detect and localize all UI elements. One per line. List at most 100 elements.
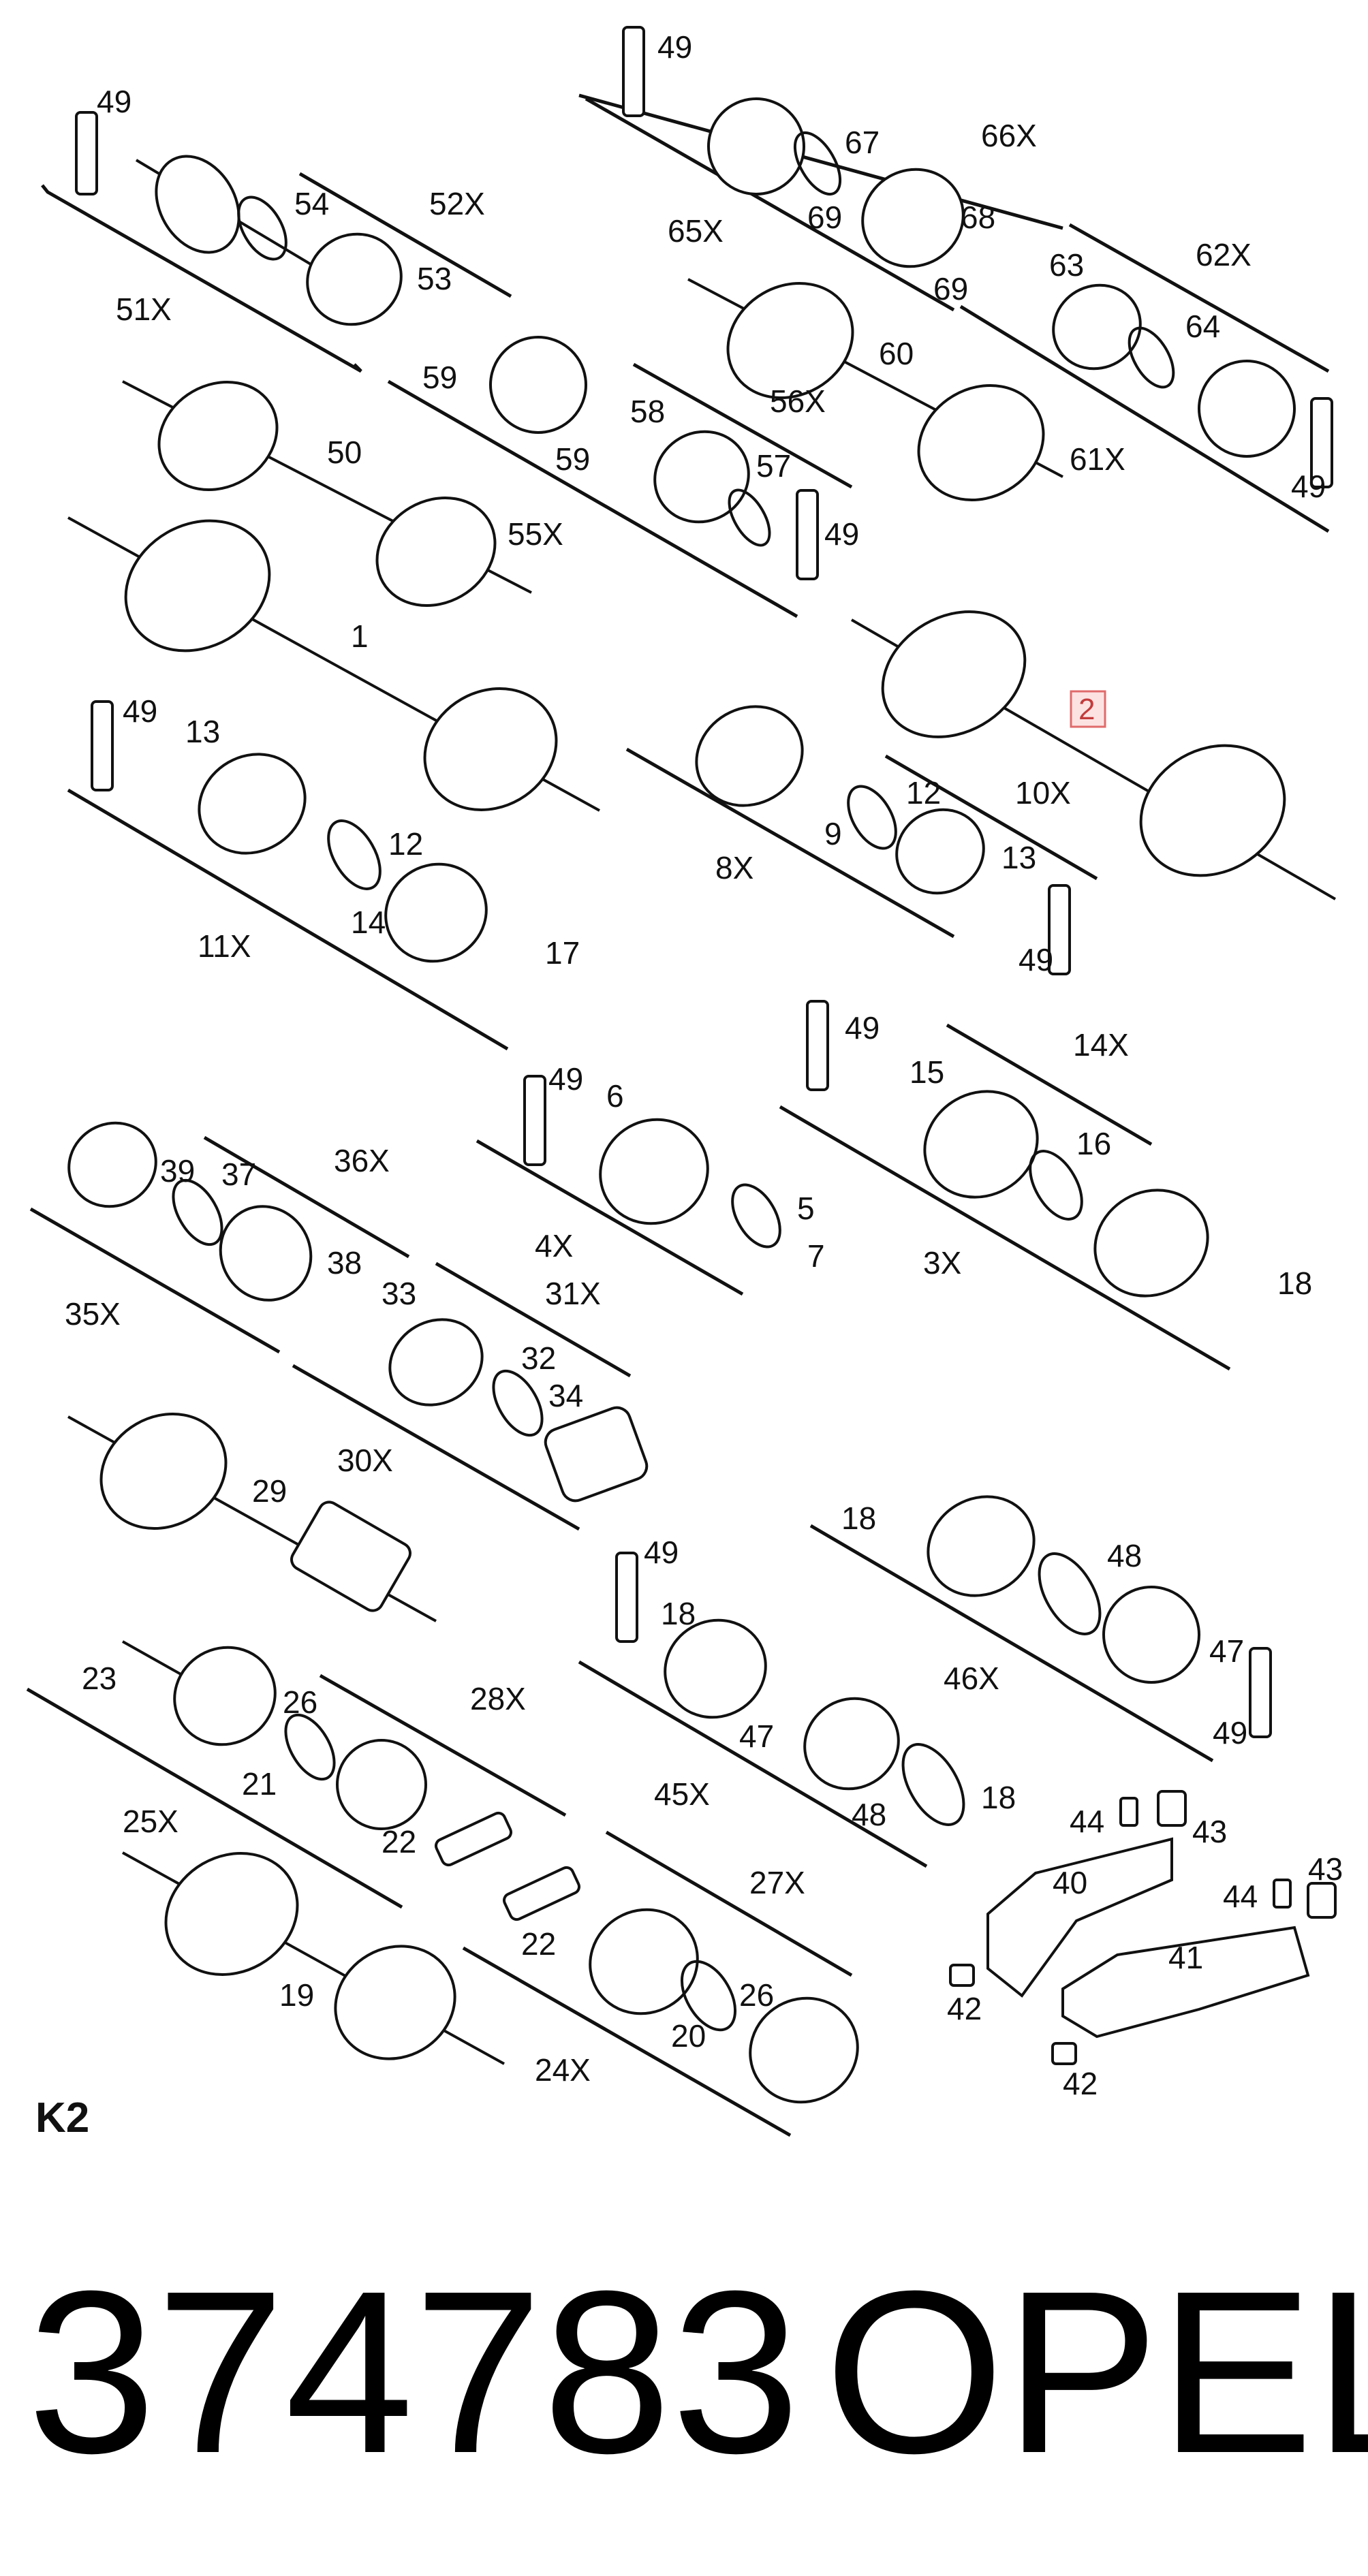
callout-46x: 46X [944,1661,999,1696]
callout-55x: 55X [508,516,563,552]
callout-48: 48 [1107,1538,1142,1573]
callout-12: 12 [906,775,941,811]
callout-26: 26 [283,1684,317,1720]
callout-labels: 49 54 52X 53 51X 59 59 58 56X 57 50 55X … [65,29,1343,2101]
cover-40 [986,1837,1173,1998]
boot-62x [1052,283,1142,371]
callout-49: 49 [824,516,859,552]
joint-51x [155,155,240,254]
boot-10x [895,808,985,895]
boot-28x [336,1739,427,1830]
callout-49: 49 [97,84,131,119]
callout-17: 17 [545,935,580,971]
callout-18: 18 [661,1596,696,1631]
callout-51x: 51X [116,292,172,327]
boot-45x [664,1618,767,1719]
callout-15: 15 [910,1054,944,1090]
callout-26: 26 [739,1977,774,2013]
joint-25x [173,1646,277,1746]
callout-58: 58 [630,394,665,429]
callout-12: 12 [388,826,423,862]
callout-14x: 14X [1073,1027,1129,1063]
part-number: 374783 [27,2243,800,2502]
ring-67 [793,131,842,196]
ring-37 [172,1178,223,1246]
callout-39: 39 [160,1153,195,1189]
joint-3x [1093,1189,1209,1298]
callout-49: 49 [548,1061,583,1097]
bracket-27x [605,1830,853,1977]
boot-36x [219,1205,313,1302]
clip-49g [523,1075,546,1166]
joint-31x [388,1318,484,1407]
joint-59 [489,336,587,434]
callout-44: 44 [1070,1804,1104,1839]
bracket-51x [41,184,362,373]
bracket-8x [625,747,955,939]
clip-43b [1307,1882,1337,1919]
boot-4x [599,1118,709,1225]
callout-49: 49 [1019,942,1053,977]
boot-46x [1102,1586,1200,1684]
joint-19-outer [334,1945,456,2060]
ring-21 [284,1713,336,1781]
ring-12a [327,819,382,890]
housing-29 [290,1501,411,1612]
callout-10x: 10X [1015,775,1071,811]
callout-66x: 66X [981,118,1037,153]
callout-11x: 11X [198,928,251,964]
bracket-45x [578,1660,928,1868]
callout-59: 59 [555,441,590,477]
callout-49: 49 [845,1010,880,1046]
callout-28x: 28X [470,1681,526,1716]
highlighted-callout[interactable]: 2 [1070,690,1106,728]
callout-69: 69 [807,200,842,235]
boot-3x [923,1090,1039,1199]
joint-2-outer [1139,744,1286,877]
callout-68: 68 [961,200,995,235]
callout-16: 16 [1076,1126,1111,1161]
joint-46x [927,1495,1036,1597]
callout-35x: 35X [65,1296,121,1332]
bracket-36x [203,1135,410,1259]
callout-36x: 36X [334,1143,390,1178]
callout-31x: 31X [545,1276,601,1311]
ring-57 [728,488,771,547]
callout-50: 50 [327,435,362,470]
callout-49: 49 [1291,469,1326,504]
callout-49: 49 [644,1535,679,1570]
joint-1-outer [423,687,558,811]
callout-18: 18 [841,1501,876,1536]
callout-24x: 24X [535,2052,591,2088]
clip-42a [949,1964,975,1987]
clip-49j [615,1552,638,1643]
joint-50-outer [375,496,497,608]
callout-13: 13 [1001,840,1036,875]
callout-7: 7 [807,1238,825,1274]
ring-12b [847,785,897,850]
callout-61x: 61X [1070,441,1125,477]
bracket-31x [435,1261,632,1378]
callout-18: 18 [1277,1266,1312,1301]
callout-34: 34 [548,1378,583,1413]
callout-23: 23 [82,1661,116,1696]
brand-name: OPEL [824,2243,1368,2502]
joint-19-inner [164,1852,299,1976]
boot-45x-2 [803,1697,900,1791]
clip-49i [1249,1647,1272,1738]
callout-19: 19 [279,1977,314,2013]
clip-49c [622,26,645,117]
callout-38: 38 [327,1245,362,1281]
joint-50-inner [157,380,279,492]
callout-54: 54 [294,186,329,221]
callout-69: 69 [933,271,968,307]
bracket-66x [578,93,1063,230]
callout-48: 48 [852,1797,886,1832]
callout-27x: 27X [749,1865,805,1900]
callout-22: 22 [382,1824,416,1859]
callout-13: 13 [185,714,220,749]
callout-49: 49 [123,693,157,729]
callout-32: 32 [521,1340,556,1376]
callout-52x: 52X [429,186,485,221]
boot-66x [861,168,965,268]
